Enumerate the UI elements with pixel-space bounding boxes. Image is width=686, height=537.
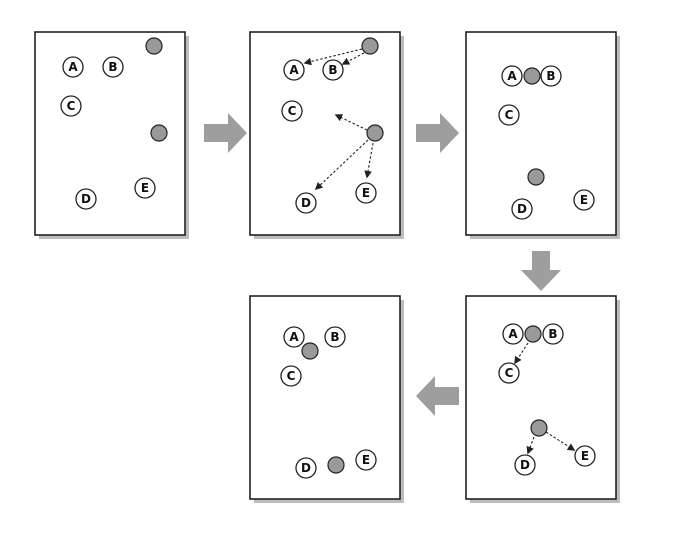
node-a: A <box>502 323 524 345</box>
flow-arrow-4-to-5 <box>416 376 459 416</box>
centroid-2 <box>150 124 168 142</box>
svg-text:D: D <box>517 202 527 216</box>
panel-step-4: A B C D E <box>465 295 620 503</box>
node-e: E <box>355 449 377 471</box>
svg-text:A: A <box>289 330 299 344</box>
node-d: D <box>514 454 536 476</box>
assign-arrow-b <box>341 52 365 65</box>
centroid-2 <box>530 419 548 437</box>
centroid-1 <box>524 325 542 343</box>
node-a: A <box>283 59 305 81</box>
svg-text:C: C <box>287 369 296 383</box>
svg-text:C: C <box>505 366 514 380</box>
assign-arrow-e <box>545 431 576 451</box>
panel-step-2: A B C D E <box>249 31 404 239</box>
flow-arrow-3-to-4 <box>521 251 561 291</box>
node-c: C <box>498 104 520 126</box>
assign-arrow-e <box>364 142 374 179</box>
node-e: E <box>573 189 595 211</box>
centroid-1 <box>301 342 319 360</box>
svg-text:D: D <box>301 461 311 475</box>
svg-text:C: C <box>505 108 514 122</box>
centroid-1 <box>145 37 163 55</box>
flow-arrow-1-to-2 <box>204 113 247 153</box>
node-d: D <box>295 457 317 479</box>
panel-step-3: A B C D E <box>465 31 620 239</box>
centroid-2 <box>327 456 345 474</box>
node-c: C <box>280 365 302 387</box>
node-a: A <box>283 326 305 348</box>
svg-text:A: A <box>289 63 299 77</box>
centroid-2 <box>527 168 545 186</box>
node-d: D <box>75 188 97 210</box>
assign-arrow-up <box>334 114 368 131</box>
svg-text:E: E <box>362 453 370 467</box>
node-b: B <box>324 326 346 348</box>
svg-text:C: C <box>67 99 76 113</box>
svg-text:B: B <box>108 60 117 74</box>
assign-arrow-c <box>514 342 529 365</box>
node-d: D <box>511 198 533 220</box>
panel-step-1: A B C D E <box>34 31 189 239</box>
node-b: B <box>322 59 344 81</box>
svg-text:A: A <box>68 60 78 74</box>
svg-text:D: D <box>301 196 311 210</box>
centroid-2 <box>366 124 384 142</box>
assign-arrow-d <box>526 436 535 455</box>
flow-arrow-2-to-3 <box>416 113 459 153</box>
centroid-1 <box>523 67 541 85</box>
node-c: C <box>498 362 520 384</box>
node-e: E <box>355 182 377 204</box>
panel-step-5: A B C D E <box>249 295 404 503</box>
svg-text:B: B <box>328 63 337 77</box>
node-c: C <box>60 95 82 117</box>
node-b: B <box>540 65 562 87</box>
svg-text:E: E <box>141 181 149 195</box>
node-d: D <box>295 192 317 214</box>
centroid-1 <box>361 37 379 55</box>
svg-text:E: E <box>581 449 589 463</box>
svg-text:E: E <box>362 186 370 200</box>
node-b: B <box>102 56 124 78</box>
assign-arrow-d <box>314 139 369 191</box>
node-b: B <box>542 323 564 345</box>
node-a: A <box>501 65 523 87</box>
svg-text:A: A <box>508 327 518 341</box>
svg-text:C: C <box>288 104 297 118</box>
assign-arrow-a <box>303 48 363 66</box>
node-a: A <box>62 56 84 78</box>
node-c: C <box>281 100 303 122</box>
node-e: E <box>134 177 156 199</box>
svg-text:D: D <box>81 192 91 206</box>
svg-text:B: B <box>330 330 339 344</box>
svg-text:B: B <box>546 69 555 83</box>
node-e: E <box>574 445 596 467</box>
svg-text:D: D <box>520 458 530 472</box>
svg-text:A: A <box>507 69 517 83</box>
svg-text:B: B <box>548 327 557 341</box>
svg-text:E: E <box>580 193 588 207</box>
